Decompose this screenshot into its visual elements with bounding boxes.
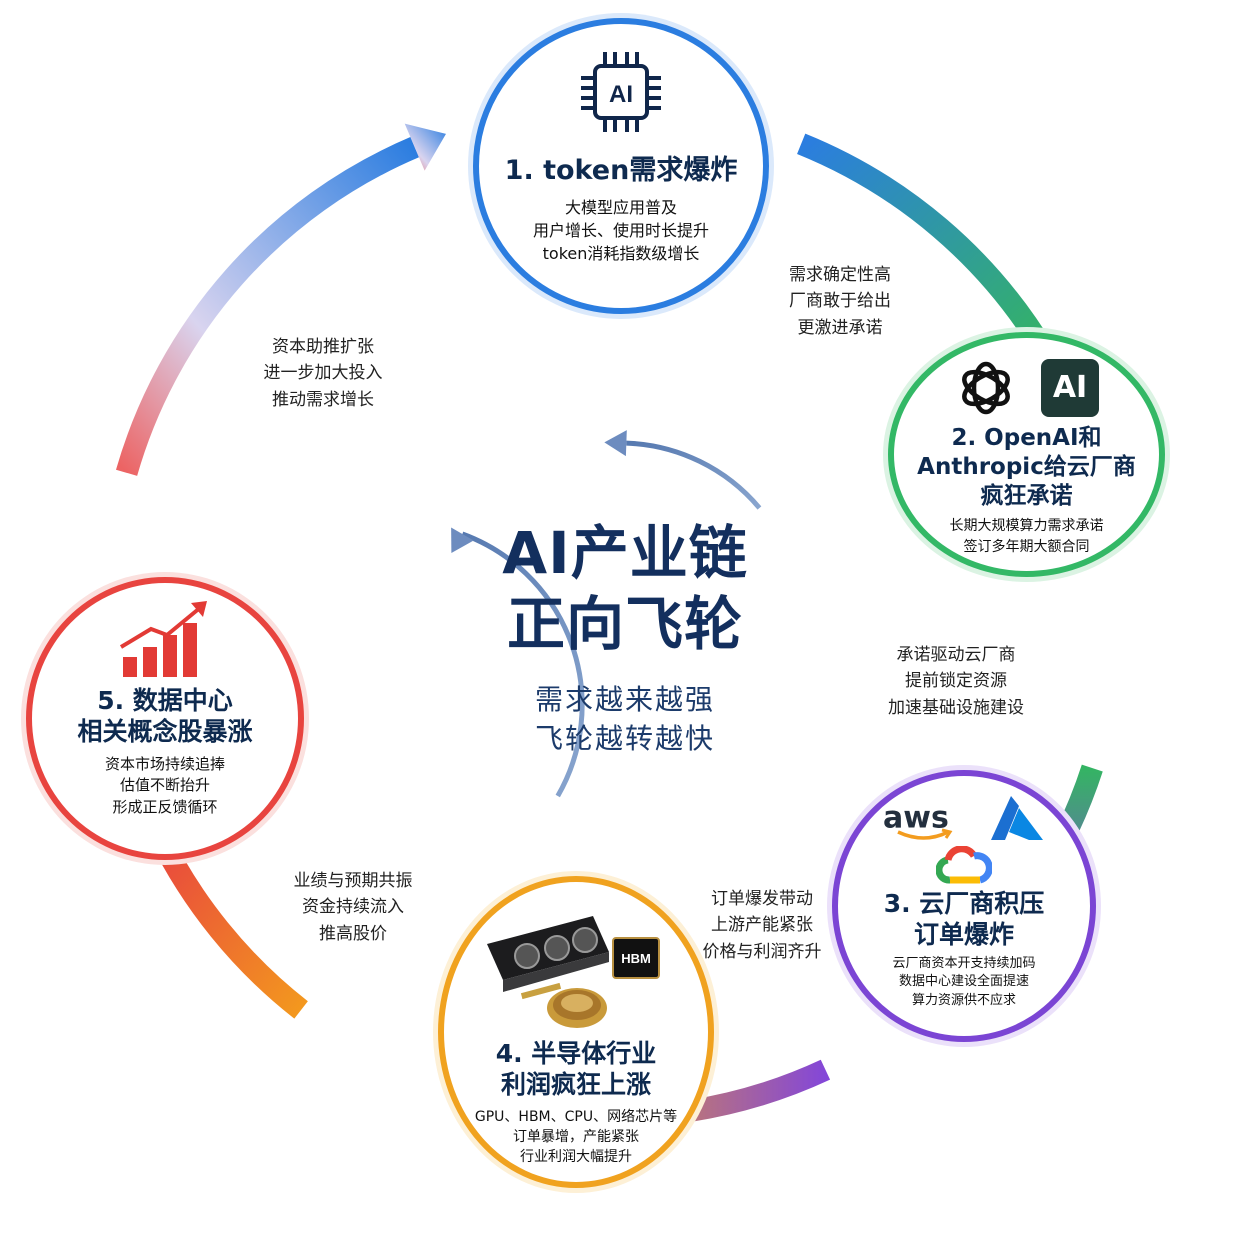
edge-label-line: 资金持续流入 xyxy=(302,897,404,918)
step-4-desc-line: GPU、HBM、CPU、网络芯片等 xyxy=(474,1108,678,1125)
hbm-chip-icon: HBM xyxy=(612,937,660,979)
edge-label-4-to-5: 业绩与预期共振 资金持续流入 推高股价 xyxy=(278,868,428,947)
center-title-line: 正向飞轮 xyxy=(506,589,743,658)
step-2-vendor-commitments: AI 2. OpenAI和 Anthropic给云厂商 疯狂承诺 长期大规模算力… xyxy=(888,332,1165,577)
edge-label-line: 承诺驱动云厂商 xyxy=(896,645,1016,665)
edge-label-line: 推高股价 xyxy=(319,923,387,944)
aws-logo-icon: aws xyxy=(882,800,949,836)
semiconductor-hardware-icon: HBM xyxy=(487,916,660,1028)
step-2-description: 长期大规模算力需求承诺 签订多年期大额合同 xyxy=(894,516,1159,557)
step-5-description: 资本市场持续追捧 估值不断抬升 形成正反馈循环 xyxy=(32,754,298,819)
inner-arrow-top-head xyxy=(604,430,627,457)
azure-logo-icon xyxy=(991,796,1043,840)
step-5-title-line: 相关概念股暴涨 xyxy=(77,717,253,747)
step-2-desc-line: 签订多年期大额合同 xyxy=(963,538,1090,555)
center-title: AI产业链 正向飞轮 xyxy=(440,518,810,660)
step-5-desc-line: 形成正反馈循环 xyxy=(112,798,218,816)
step-4-desc-line: 订单暴增，产能紧张 xyxy=(513,1128,639,1145)
step-3-desc-line: 数据中心建设全面提速 xyxy=(898,974,1029,990)
ai-chip-icon: AI xyxy=(581,52,661,132)
step-4-semiconductor-profits: HBM 4. 半导体行业 利润疯狂上涨 GPU、HBM、CPU、网络芯片等 订单… xyxy=(438,876,714,1188)
step-4-title-line: 利润疯狂上涨 xyxy=(500,1070,651,1100)
step-5-title: 5. 数据中心 相关概念股暴涨 xyxy=(32,685,298,748)
edge-label-line: 价格与利润齐升 xyxy=(702,941,822,962)
step-5-datacenter-stocks: 5. 数据中心 相关概念股暴涨 资本市场持续追捧 估值不断抬升 形成正反馈循环 xyxy=(26,577,304,860)
inner-arrow-left-head xyxy=(451,527,474,554)
step-2-title: 2. OpenAI和 Anthropic给云厂商 疯狂承诺 xyxy=(894,424,1159,510)
edge-label-line: 加速基础设施建设 xyxy=(888,697,1024,718)
edge-label-5-to-1: 资本助推扩张 进一步加大投入 推动需求增长 xyxy=(238,334,408,413)
step-2-title-line: Anthropic给云厂商 xyxy=(917,453,1136,480)
step-1-desc-line: token消耗指数级增长 xyxy=(542,244,700,264)
openai-logo-icon xyxy=(962,361,1010,415)
step-3-desc-line: 算力资源供不应求 xyxy=(911,993,1016,1009)
step-1-desc-line: 用户增长、使用时长提升 xyxy=(532,220,709,240)
step-1-desc-line: 大模型应用普及 xyxy=(564,197,677,217)
step-2-title-line: 2. OpenAI和 xyxy=(951,425,1102,451)
step-2-desc-line: 长期大规模算力需求承诺 xyxy=(949,518,1104,535)
step-3-title-line: 3. 云厂商积压 xyxy=(883,889,1045,918)
google-cloud-logo-icon xyxy=(936,846,992,884)
step-3-title-line: 订单爆炸 xyxy=(913,920,1014,950)
edge-label-2-to-3: 承诺驱动云厂商 提前锁定资源 加速基础设施建设 xyxy=(868,642,1044,721)
step-3-desc-line: 云厂商资本开支持续加码 xyxy=(892,955,1036,971)
step-3-description: 云厂商资本开支持续加码 数据中心建设全面提速 算力资源供不应求 xyxy=(838,955,1090,1012)
edge-label-line: 更激进承诺 xyxy=(797,317,883,338)
edge-label-3-to-4: 订单爆发带动 上游产能紧张 价格与利润齐升 xyxy=(692,886,832,965)
step-1-title: 1. token需求爆炸 xyxy=(479,154,763,188)
edge-label-line: 进一步加大投入 xyxy=(263,363,383,384)
center-title-line: AI产业链 xyxy=(502,519,748,587)
edge-label-line: 厂商敢于给出 xyxy=(789,291,891,312)
arrow-1-to-2 xyxy=(797,133,1055,358)
hbm-chip-label: HBM xyxy=(621,951,651,966)
step-5-desc-line: 估值不断抬升 xyxy=(119,776,210,795)
edge-label-line: 上游产能紧张 xyxy=(711,915,813,936)
step-3-cloud-backlog: aws 3. 云厂商积压 订单爆炸 云厂商资本开支持续加码 数据中心建设全面提速… xyxy=(832,770,1096,1042)
gpu-card-icon xyxy=(487,916,609,1000)
center-subtitle-line: 飞轮越转越快 xyxy=(534,722,715,756)
center-subtitle-line: 需求越来越强 xyxy=(534,683,715,716)
step-4-title-line: 4. 半导体行业 xyxy=(495,1039,657,1068)
center-subtitle: 需求越来越强 飞轮越转越快 xyxy=(440,680,810,758)
edge-label-line: 订单爆发带动 xyxy=(711,889,813,909)
inner-arrow-top xyxy=(626,440,762,510)
step-1-description: 大模型应用普及 用户增长、使用时长提升 token消耗指数级增长 xyxy=(479,196,763,266)
step-1-title-line: 1. token需求爆炸 xyxy=(504,155,738,186)
step-4-description: GPU、HBM、CPU、网络芯片等 订单暴增，产能紧张 行业利润大幅提升 xyxy=(444,1107,708,1168)
edge-label-line: 业绩与预期共振 xyxy=(293,871,413,891)
step-5-title-line: 5. 数据中心 xyxy=(97,686,233,715)
step-3-title: 3. 云厂商积压 订单爆炸 xyxy=(838,888,1090,951)
aws-smile-icon xyxy=(897,828,953,840)
step-5-desc-line: 资本市场持续追捧 xyxy=(104,754,225,773)
arrow-5-to-1-head xyxy=(404,123,446,171)
edge-label-line: 提前锁定资源 xyxy=(905,671,1007,692)
arrow-5-to-1 xyxy=(115,137,419,476)
edge-label-line: 需求确定性高 xyxy=(789,265,891,285)
step-2-title-line: 疯狂承诺 xyxy=(980,482,1073,509)
edge-label-1-to-2: 需求确定性高 厂商敢于给出 更激进承诺 xyxy=(770,262,910,341)
cpu-die-icon xyxy=(547,988,607,1028)
step-4-title: 4. 半导体行业 利润疯狂上涨 xyxy=(444,1038,708,1101)
rising-bar-chart-icon xyxy=(119,601,207,677)
inner-arrow-left xyxy=(461,531,585,798)
step-1-token-demand: AI 1. token需求爆炸 大模型应用普及 用户增长、使用时长提升 toke… xyxy=(473,18,769,314)
anthropic-logo-icon: AI xyxy=(1041,359,1100,417)
step-4-desc-line: 行业利润大幅提升 xyxy=(520,1149,632,1166)
edge-label-line: 资本助推扩张 xyxy=(272,337,374,357)
ai-chip-label: AI xyxy=(609,81,633,108)
edge-label-line: 推动需求增长 xyxy=(272,389,374,410)
